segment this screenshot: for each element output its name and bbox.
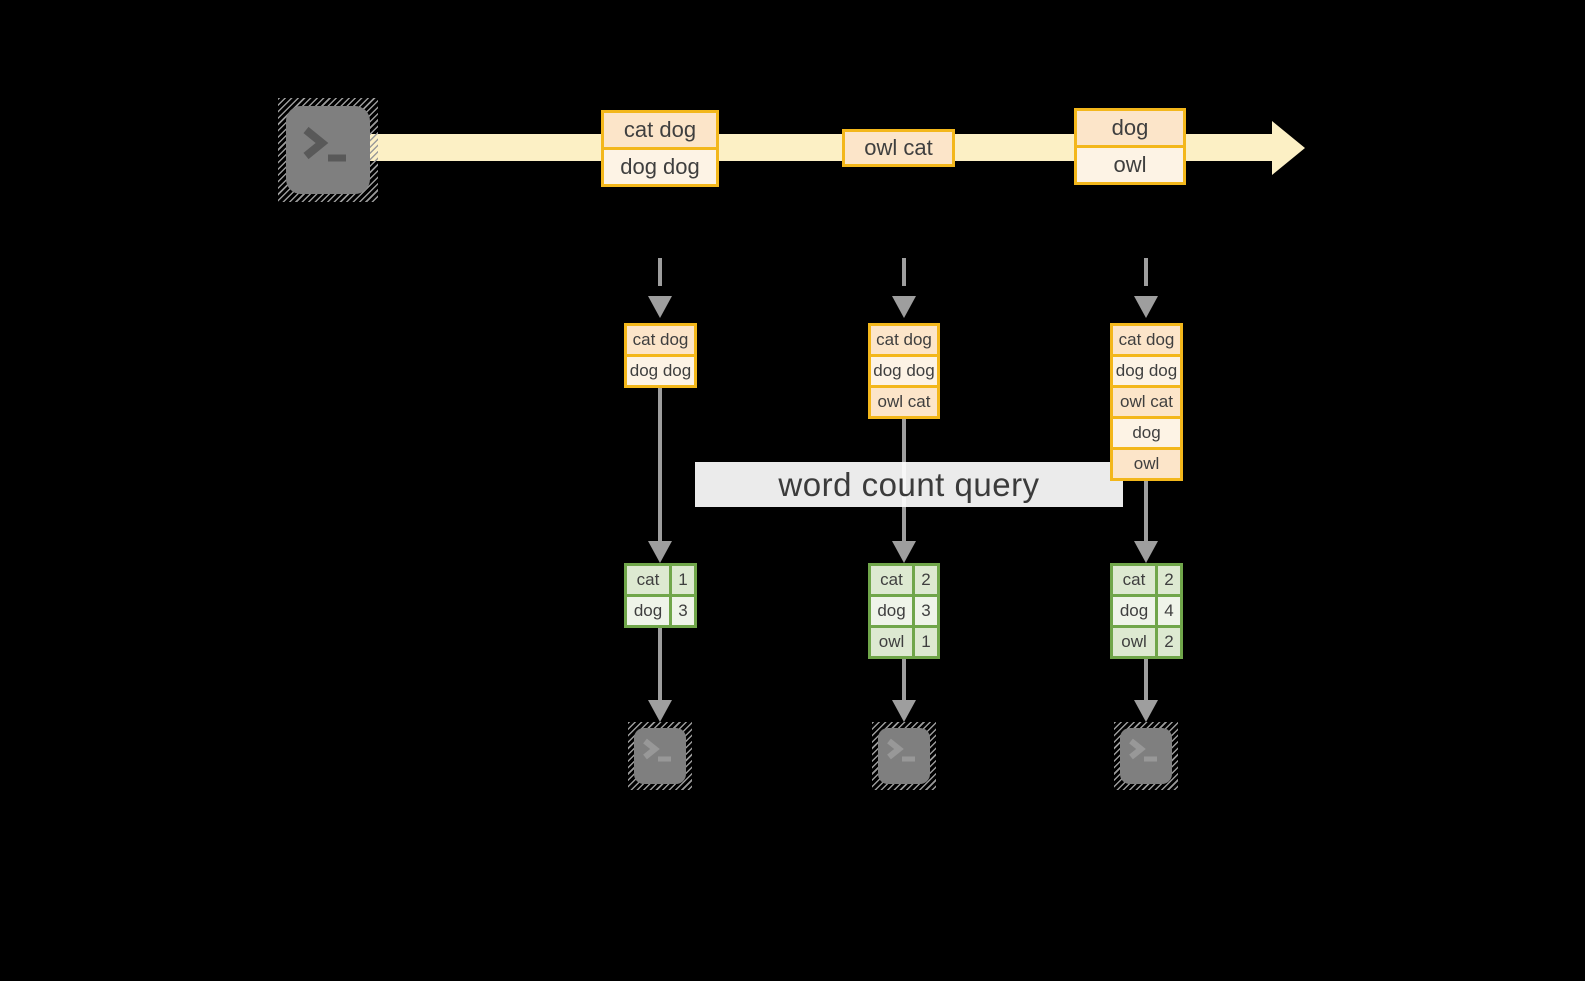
table-row: owl 2	[1113, 628, 1180, 656]
terminal-icon	[628, 722, 692, 790]
record: dog dog	[627, 357, 694, 385]
word-cell: dog	[1113, 597, 1155, 625]
record: owl	[1113, 450, 1180, 478]
prompt-glyph-icon	[887, 738, 915, 762]
record: owl cat	[1113, 388, 1180, 416]
count-cell: 2	[1158, 566, 1180, 594]
terminal-icon	[1114, 722, 1178, 790]
count-cell: 1	[915, 628, 937, 656]
stream-batch-1: cat dog dog dog	[601, 110, 719, 187]
record: cat dog	[604, 113, 716, 147]
input-stack-1: cat dog dog dog	[624, 323, 697, 388]
arrow	[1144, 481, 1148, 541]
record: cat dog	[627, 326, 694, 354]
result-table-1: cat 1 dog 3	[624, 563, 697, 628]
record: owl	[1077, 148, 1183, 182]
dashed-arrow-head	[1134, 296, 1158, 318]
query-label-text: word count query	[778, 465, 1040, 503]
arrow	[1144, 659, 1148, 700]
prompt-glyph-icon	[303, 126, 346, 162]
terminal-icon	[872, 722, 936, 790]
word-cell: cat	[627, 566, 669, 594]
arrow-head	[1134, 541, 1158, 563]
count-cell: 1	[672, 566, 694, 594]
arrow-head	[1134, 700, 1158, 722]
prompt-glyph-icon	[1129, 738, 1157, 762]
arrow	[658, 388, 662, 541]
table-row: dog 3	[871, 597, 937, 625]
count-cell: 2	[915, 566, 937, 594]
record: dog	[1113, 419, 1180, 447]
record: owl cat	[845, 132, 952, 164]
arrow-head	[892, 541, 916, 563]
result-table-2: cat 2 dog 3 owl 1	[868, 563, 940, 659]
record: dog dog	[604, 150, 716, 184]
dashed-arrow-head	[892, 296, 916, 318]
result-table-3: cat 2 dog 4 owl 2	[1110, 563, 1183, 659]
record: owl cat	[871, 388, 937, 416]
count-cell: 3	[672, 597, 694, 625]
arrow-head	[892, 700, 916, 722]
input-stack-2: cat dog dog dog owl cat	[868, 323, 940, 419]
table-row: owl 1	[871, 628, 937, 656]
table-row: dog 4	[1113, 597, 1180, 625]
dashed-arrow	[1144, 258, 1148, 286]
arrow-head	[648, 700, 672, 722]
word-cell: dog	[871, 597, 912, 625]
record: cat dog	[871, 326, 937, 354]
word-cell: owl	[871, 628, 912, 656]
arrow	[902, 659, 906, 700]
dashed-arrow	[902, 258, 906, 286]
dashed-arrow	[658, 258, 662, 286]
table-row: cat 1	[627, 566, 694, 594]
table-row: cat 2	[871, 566, 937, 594]
count-cell: 4	[1158, 597, 1180, 625]
dashed-arrow-head	[648, 296, 672, 318]
stream-batch-3: dog owl	[1074, 108, 1186, 185]
word-cell: dog	[627, 597, 669, 625]
query-label: word count query	[695, 462, 1123, 507]
count-cell: 2	[1158, 628, 1180, 656]
record: dog dog	[1113, 357, 1180, 385]
prompt-glyph-icon	[643, 738, 671, 762]
terminal-icon	[278, 98, 378, 202]
arrow	[658, 628, 662, 700]
arrow-head	[648, 541, 672, 563]
input-stack-3: cat dog dog dog owl cat dog owl	[1110, 323, 1183, 481]
record: cat dog	[1113, 326, 1180, 354]
table-row: dog 3	[627, 597, 694, 625]
count-cell: 3	[915, 597, 937, 625]
record: dog	[1077, 111, 1183, 145]
word-cell: cat	[1113, 566, 1155, 594]
stream-arrow-head	[1272, 121, 1305, 175]
word-cell: cat	[871, 566, 912, 594]
stream-batch-2: owl cat	[842, 129, 955, 167]
record: dog dog	[871, 357, 937, 385]
table-row: cat 2	[1113, 566, 1180, 594]
word-cell: owl	[1113, 628, 1155, 656]
